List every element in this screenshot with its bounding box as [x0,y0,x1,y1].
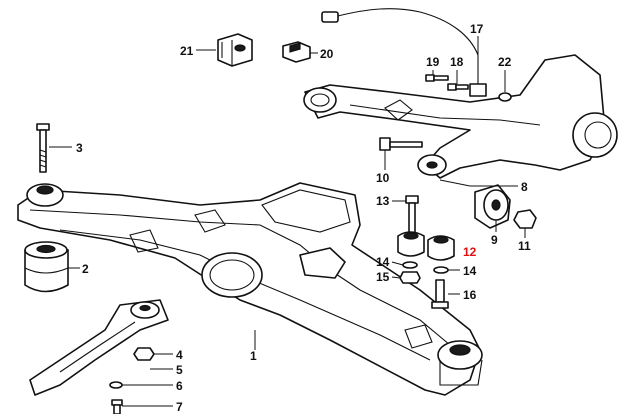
washer-22 [498,92,512,102]
callout-19: 19 [426,55,440,69]
washer-6 [109,381,123,389]
callout-5: 5 [176,363,183,377]
callout-16: 16 [463,288,477,302]
clip-20 [282,41,311,63]
sensor-cable [321,8,487,97]
nut-4 [133,347,155,361]
rear-axle-carrier [17,182,483,396]
callout-9: 9 [491,233,498,247]
callout-3: 3 [76,141,83,155]
callout-22: 22 [498,55,512,69]
bolt-10 [379,137,423,151]
lower-bracket [29,299,169,396]
callout-2: 2 [82,262,89,276]
rubber-mount-12 [397,231,455,261]
nut-11 [513,209,537,229]
callout-labels: 1 2 3 4 5 6 7 8 9 10 11 12 13 14 14 15 1… [76,22,531,414]
trailing-arm [303,54,618,179]
callout-13: 13 [376,194,390,208]
washer-14b [433,266,449,274]
callout-21: 21 [180,44,194,58]
bolt-7 [111,399,123,414]
callout-6: 6 [176,379,183,393]
bushing [474,184,511,229]
callout-1: 1 [250,349,257,363]
callout-17: 17 [470,22,484,36]
bolt-16 [431,279,449,309]
callout-10: 10 [376,171,390,185]
clamp-21 [217,33,253,67]
rubber-mount [24,241,69,293]
callout-20: 20 [320,47,334,61]
long-bolt [36,123,50,173]
callout-18: 18 [450,55,464,69]
callout-14b: 14 [463,264,477,278]
nut-15 [399,271,421,284]
washer-14a [402,261,418,269]
callout-15: 15 [376,270,390,284]
leader-lines [49,36,526,407]
callout-7: 7 [176,400,183,414]
callout-4: 4 [176,348,183,362]
callout-11: 11 [518,239,531,253]
bolt-18 [447,83,469,91]
callout-12-highlighted: 12 [463,245,477,259]
callout-14a: 14 [376,255,390,269]
bolt-19 [425,74,449,82]
callout-8: 8 [521,180,528,194]
